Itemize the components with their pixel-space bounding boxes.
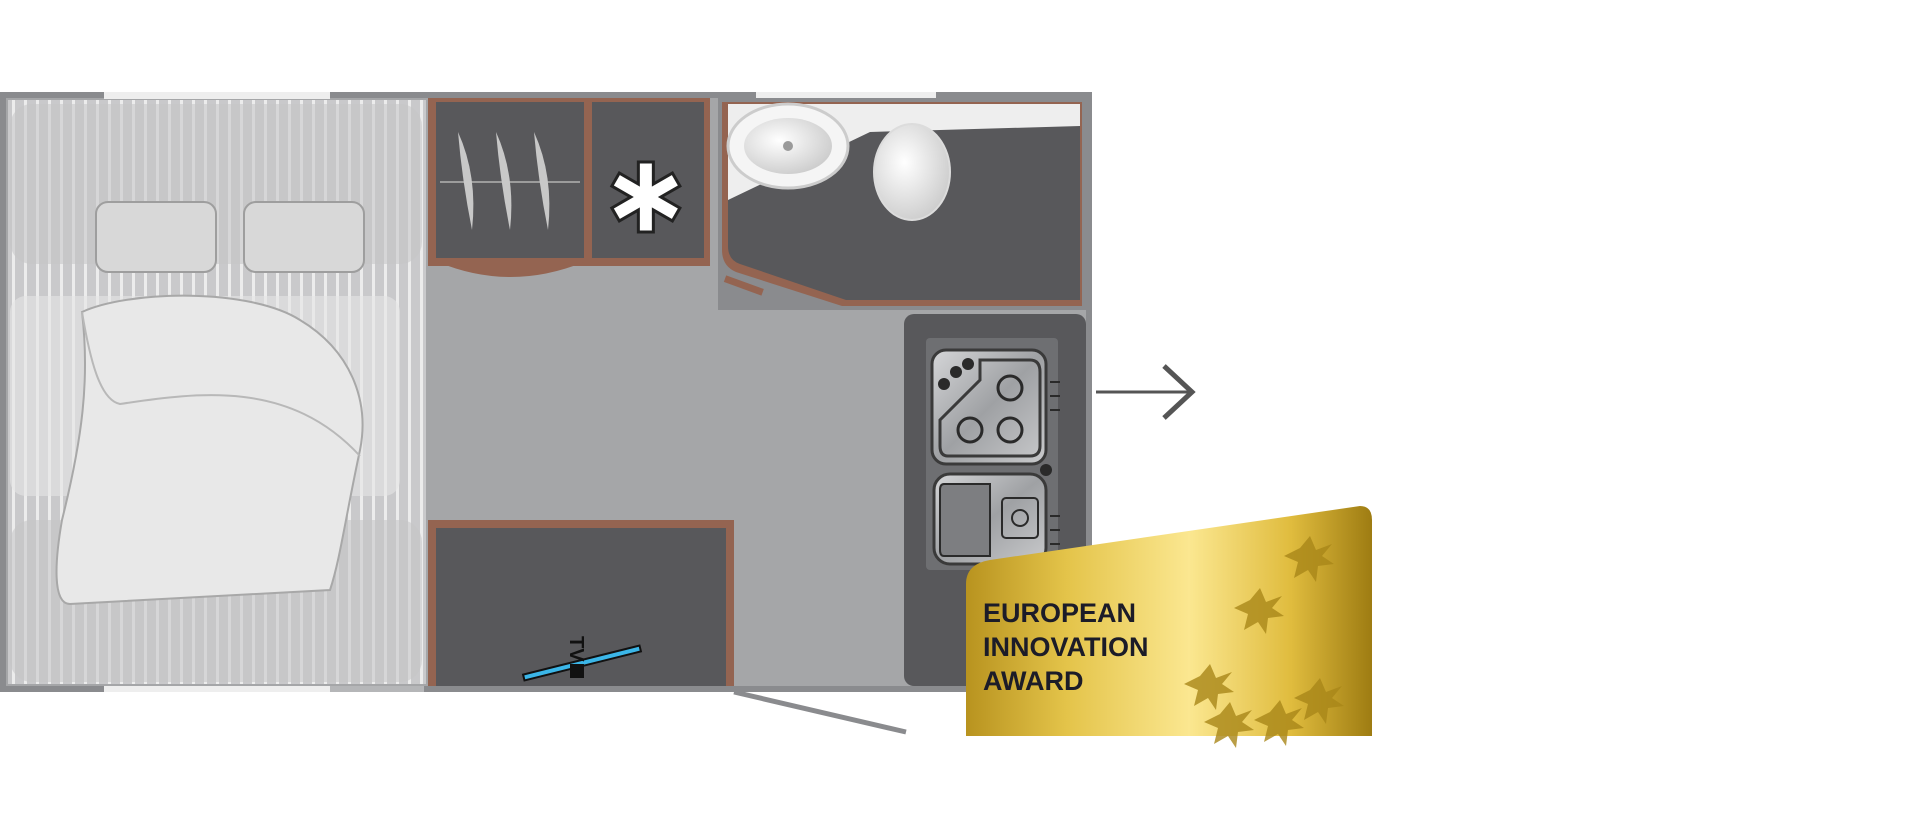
arrow-right-icon xyxy=(1096,364,1196,420)
wardrobe-unit xyxy=(428,98,710,277)
washroom xyxy=(718,98,1086,310)
tv-cabinet xyxy=(428,520,734,686)
double-bed xyxy=(8,100,426,684)
toilet xyxy=(873,123,951,221)
blanket xyxy=(55,294,364,606)
pillow-right xyxy=(243,201,365,273)
pillow-left xyxy=(95,201,217,273)
fridge-snowflake-icon: ✱ xyxy=(606,143,686,255)
tv-label: TV xyxy=(565,636,587,662)
entry-door xyxy=(733,689,907,735)
award-line-1: EUROPEAN xyxy=(983,598,1136,628)
european-innovation-award-badge: EUROPEAN INNOVATION AWARD xyxy=(966,506,1372,748)
gas-hob xyxy=(930,348,1048,466)
award-line-2: INNOVATION xyxy=(983,632,1149,662)
award-line-3: AWARD xyxy=(983,666,1084,696)
